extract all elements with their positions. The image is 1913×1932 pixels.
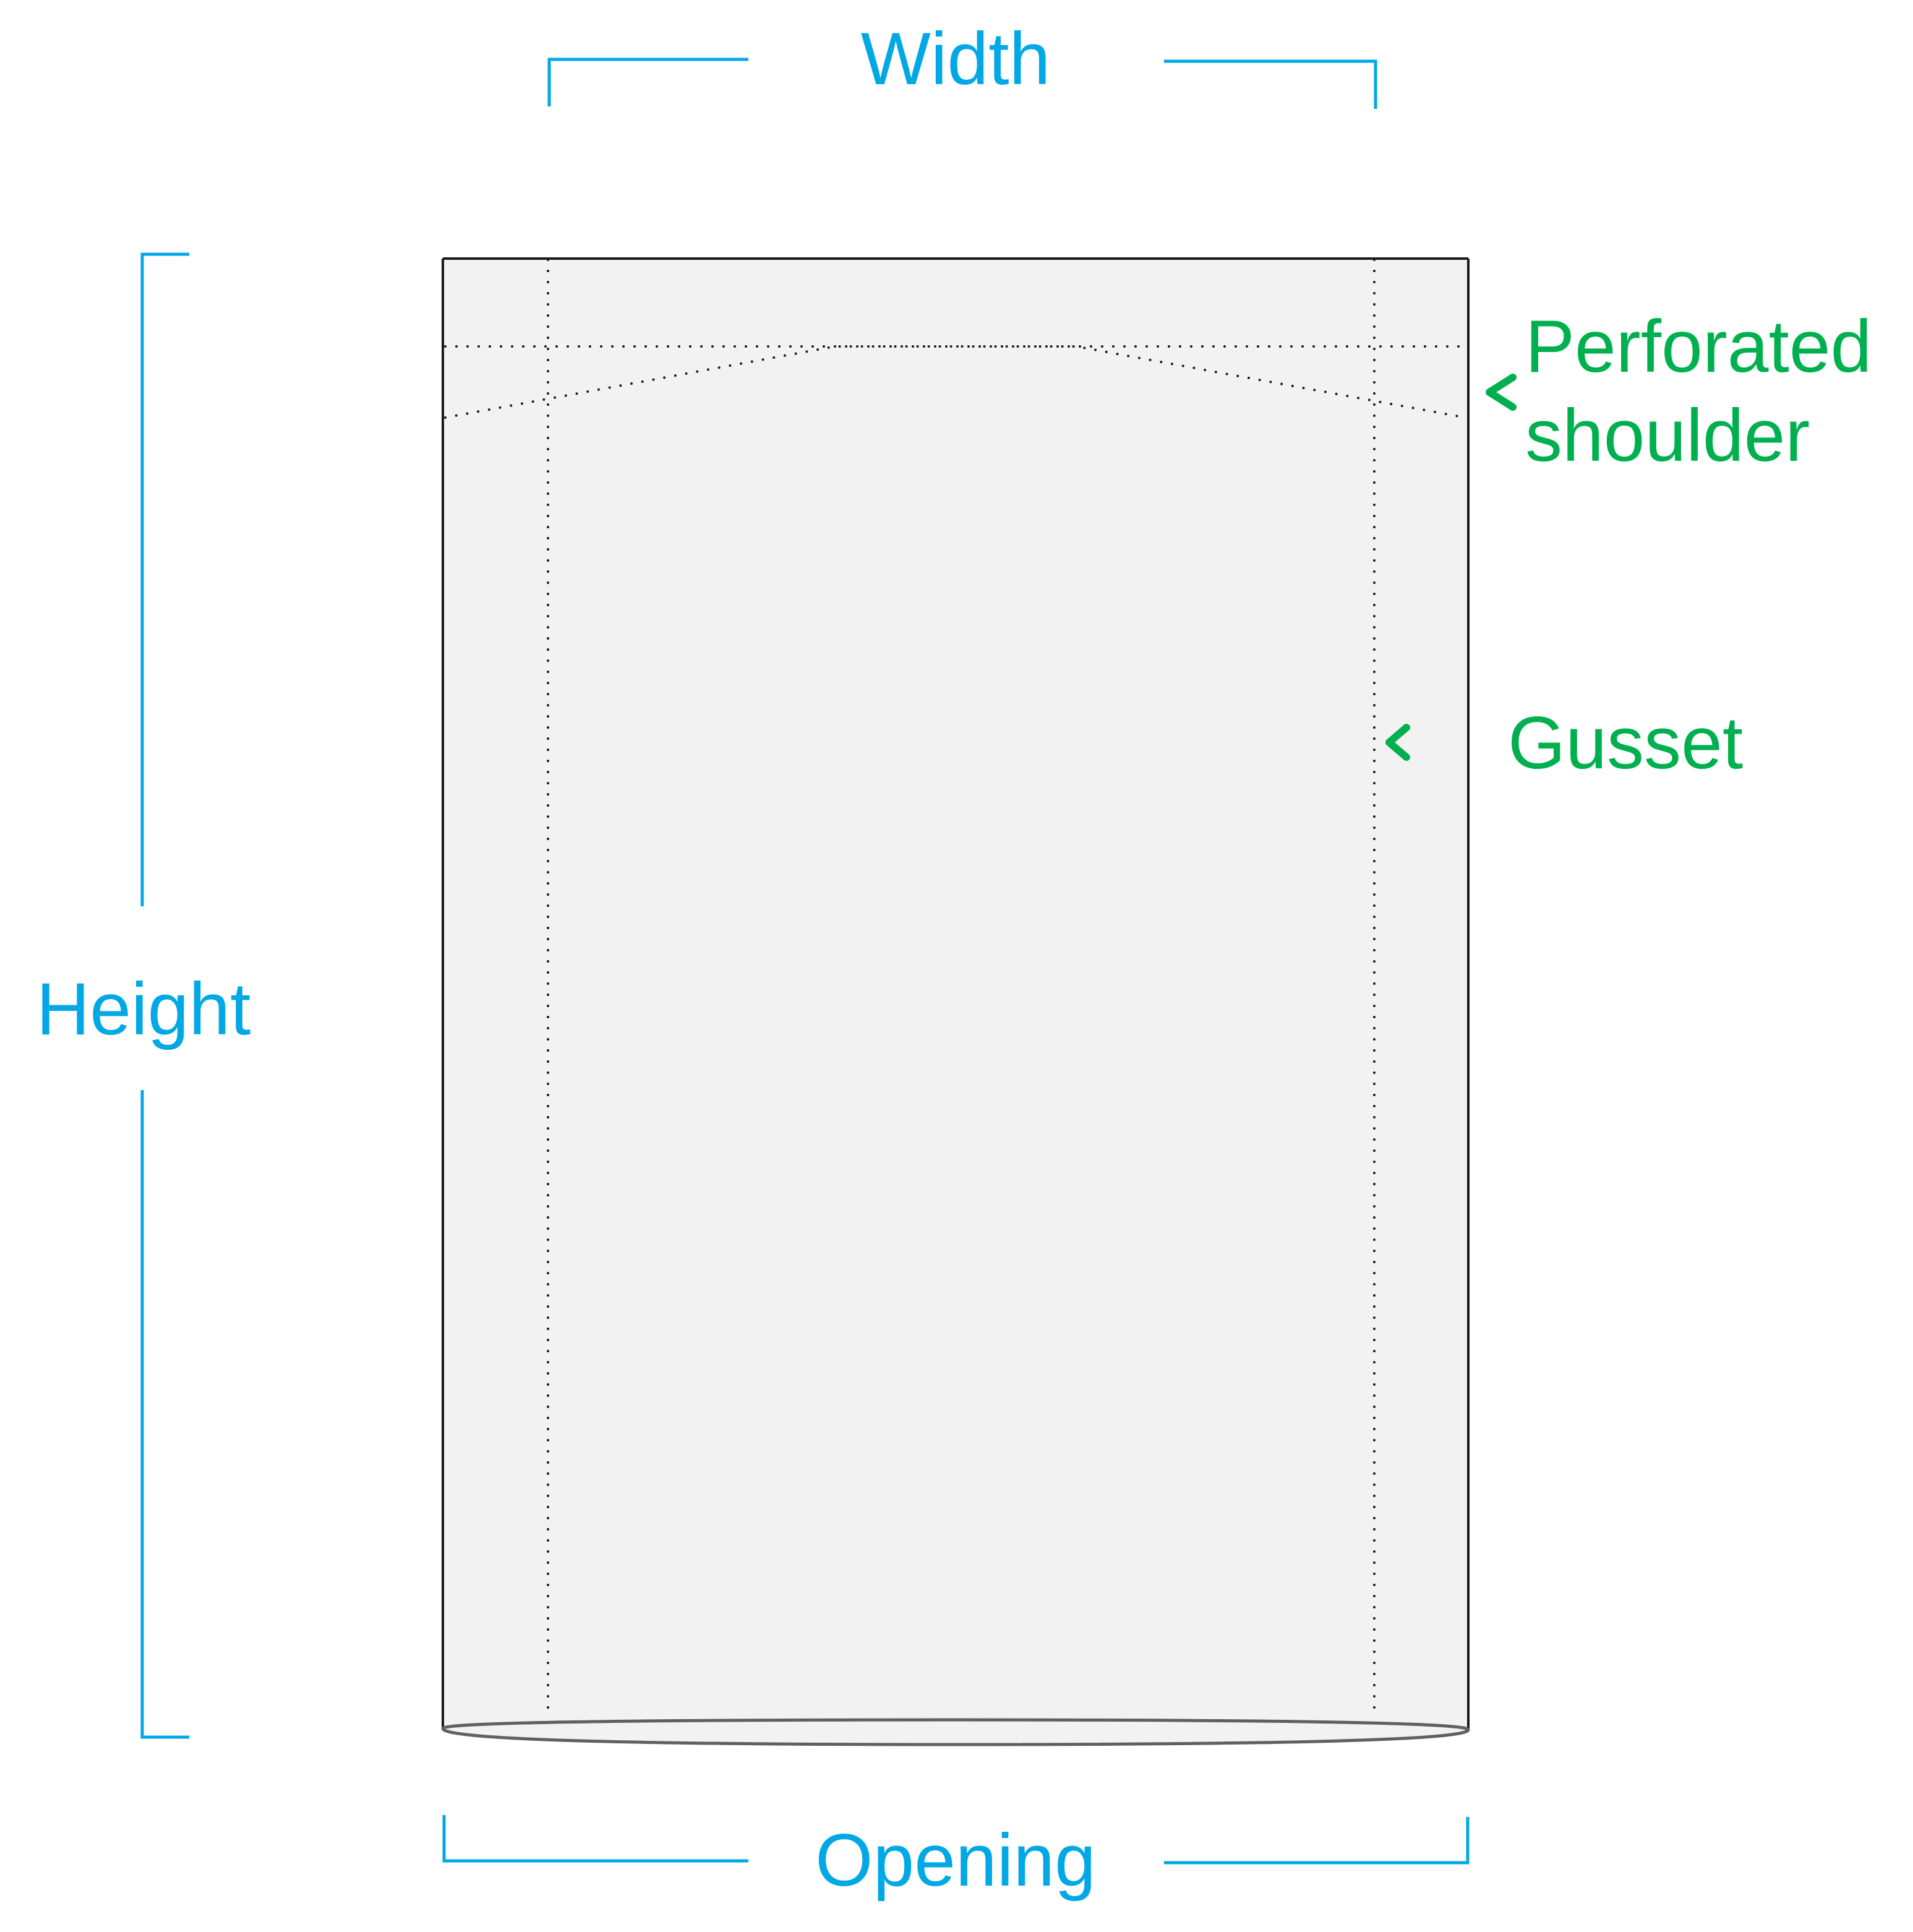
width-bracket-left [547, 58, 748, 106]
bag [441, 257, 1470, 1746]
opening-bracket-left [442, 1815, 748, 1863]
height-bracket-bottom [140, 1090, 189, 1739]
width-label: Width [861, 17, 1051, 100]
perforated-shoulder-line-2: shoulder [1525, 394, 1810, 477]
height-dimension [140, 252, 189, 1739]
gusset-label: Gusset [1508, 702, 1743, 784]
perforation-lines [444, 259, 1467, 1718]
opening-bracket-right [1164, 1817, 1470, 1865]
height-bracket-top [140, 252, 189, 906]
chevron-left-icon [1486, 374, 1517, 411]
opening-dimension [442, 1815, 1470, 1865]
opening-label: Opening [815, 1819, 1096, 1902]
width-bracket-right [1164, 59, 1377, 109]
width-dimension [547, 58, 1377, 109]
bag-body [443, 259, 1468, 1728]
height-label: Height [36, 968, 251, 1050]
perforated-shoulder-line-1: Perforated [1525, 305, 1872, 388]
perforated-shoulder-label: Perforated shoulder [1525, 305, 1893, 477]
perforated-shoulder-line [444, 345, 1467, 419]
bag-bottom-opening-edge [441, 1718, 1470, 1746]
chevron-left-icon [1385, 724, 1410, 761]
